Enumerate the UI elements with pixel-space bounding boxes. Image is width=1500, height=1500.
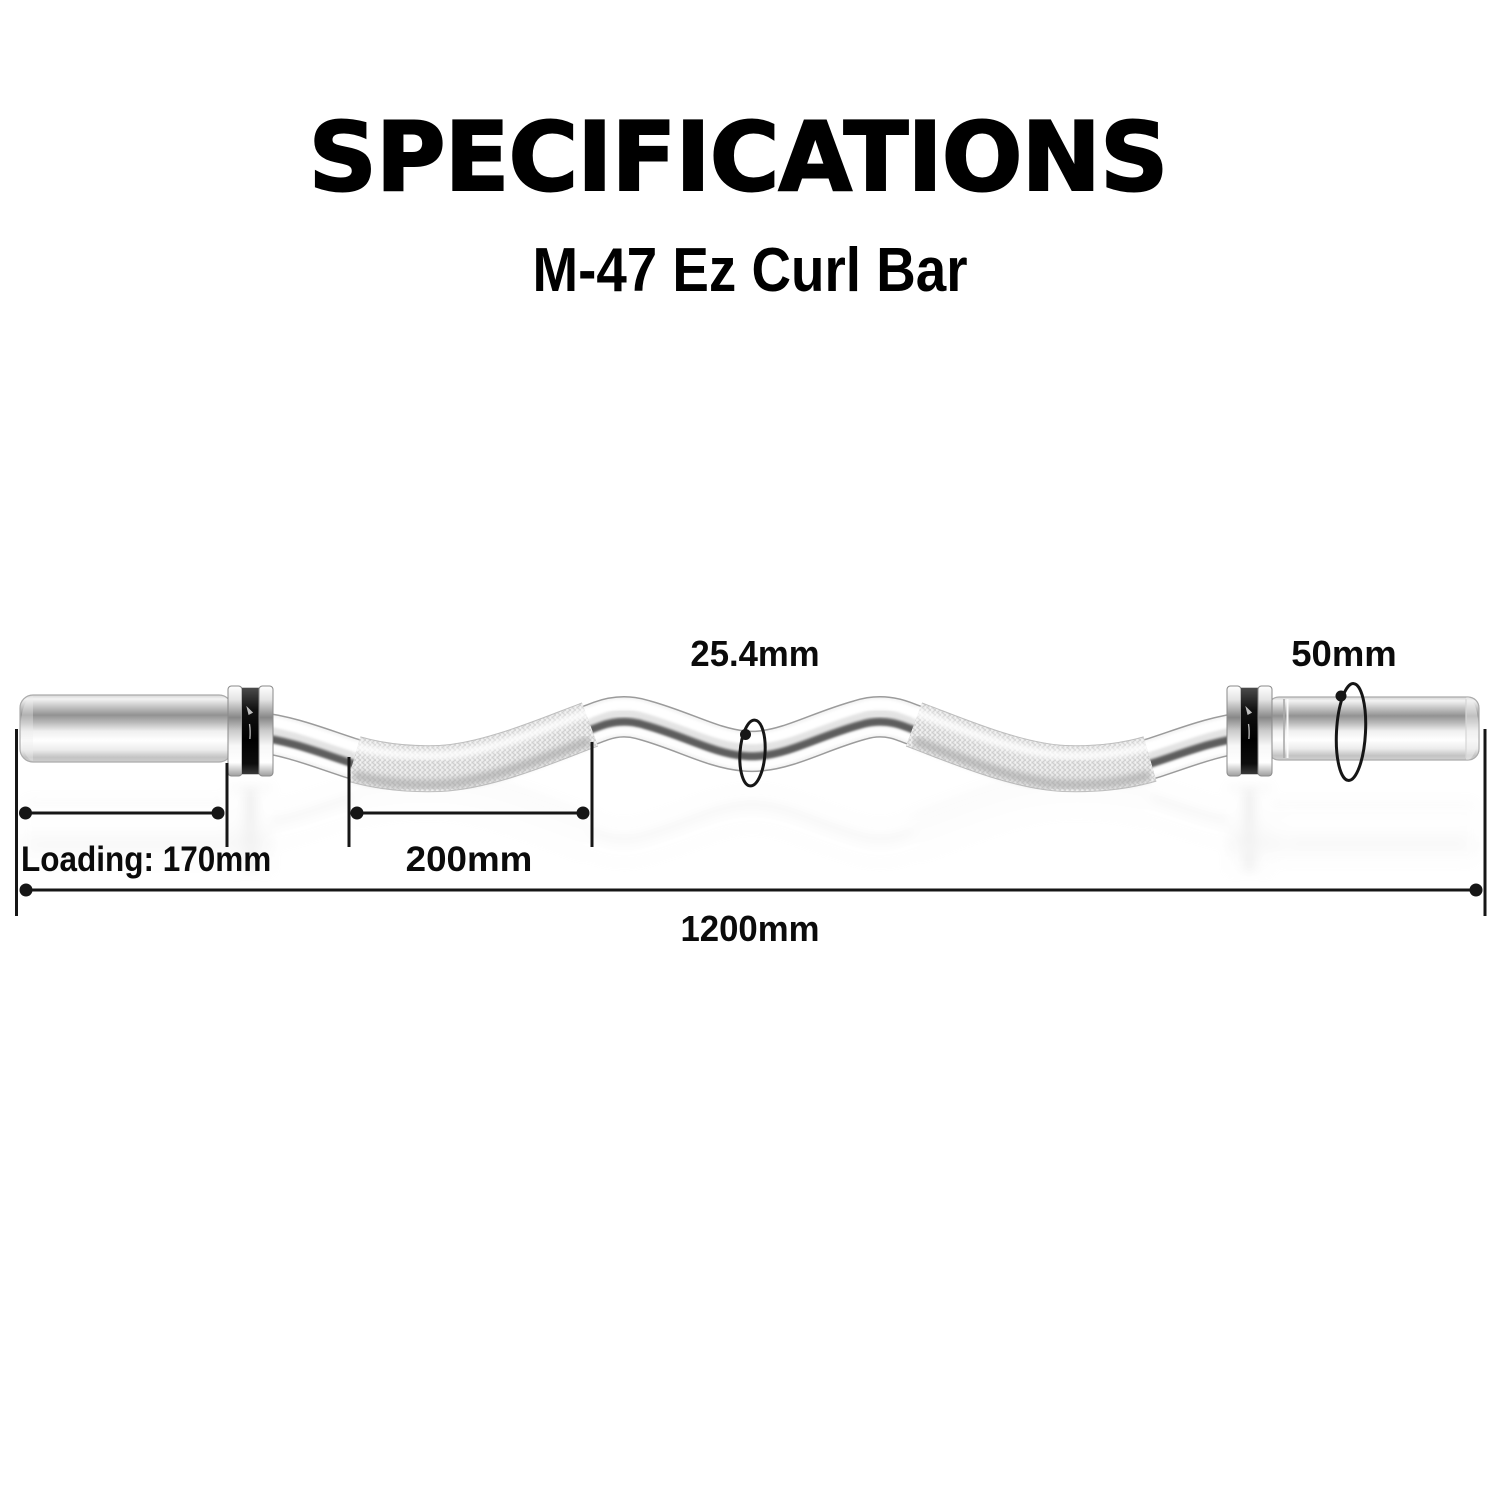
right-sleeve	[1267, 696, 1480, 761]
label-grip-length: 200mm	[405, 840, 533, 879]
brand-mark	[1245, 705, 1253, 740]
dot	[19, 883, 33, 897]
right-collar	[1226, 685, 1273, 777]
dot	[19, 806, 32, 820]
sleeve-diameter-ring	[1334, 682, 1368, 782]
dot	[211, 806, 225, 820]
chrome-part	[19, 694, 233, 763]
product-subtitle: M-47 Ez Curl Bar	[532, 236, 968, 305]
detail-shape	[1466, 697, 1479, 760]
chrome-part	[1257, 685, 1273, 777]
sleeve-ring-dot	[1335, 690, 1347, 702]
left-sleeve	[19, 694, 233, 763]
dot	[576, 806, 590, 820]
dot	[1469, 883, 1483, 897]
chrome-part	[258, 685, 274, 777]
dot	[350, 806, 364, 820]
chrome-part	[1226, 685, 1242, 777]
dimension-annotations	[15, 682, 1487, 916]
label-shaft-diameter: 25.4mm	[690, 632, 820, 674]
dimension-dots	[19, 690, 1483, 897]
shaft-ring-dot	[740, 729, 751, 740]
label-sleeve-diameter: 50mm	[1291, 632, 1397, 674]
label-total-length: 1200mm	[680, 907, 820, 949]
left-collar	[227, 685, 274, 777]
chrome-part	[227, 685, 243, 777]
label-loading-length: Loading: 170mm	[21, 840, 272, 879]
detail-shape	[20, 696, 33, 761]
shaft-diameter-ring	[738, 718, 767, 788]
chrome-part	[1267, 696, 1480, 761]
ez-curl-bar	[19, 685, 1480, 785]
page-title: SPECIFICATIONS	[308, 102, 1170, 214]
brand-mark	[246, 705, 254, 740]
